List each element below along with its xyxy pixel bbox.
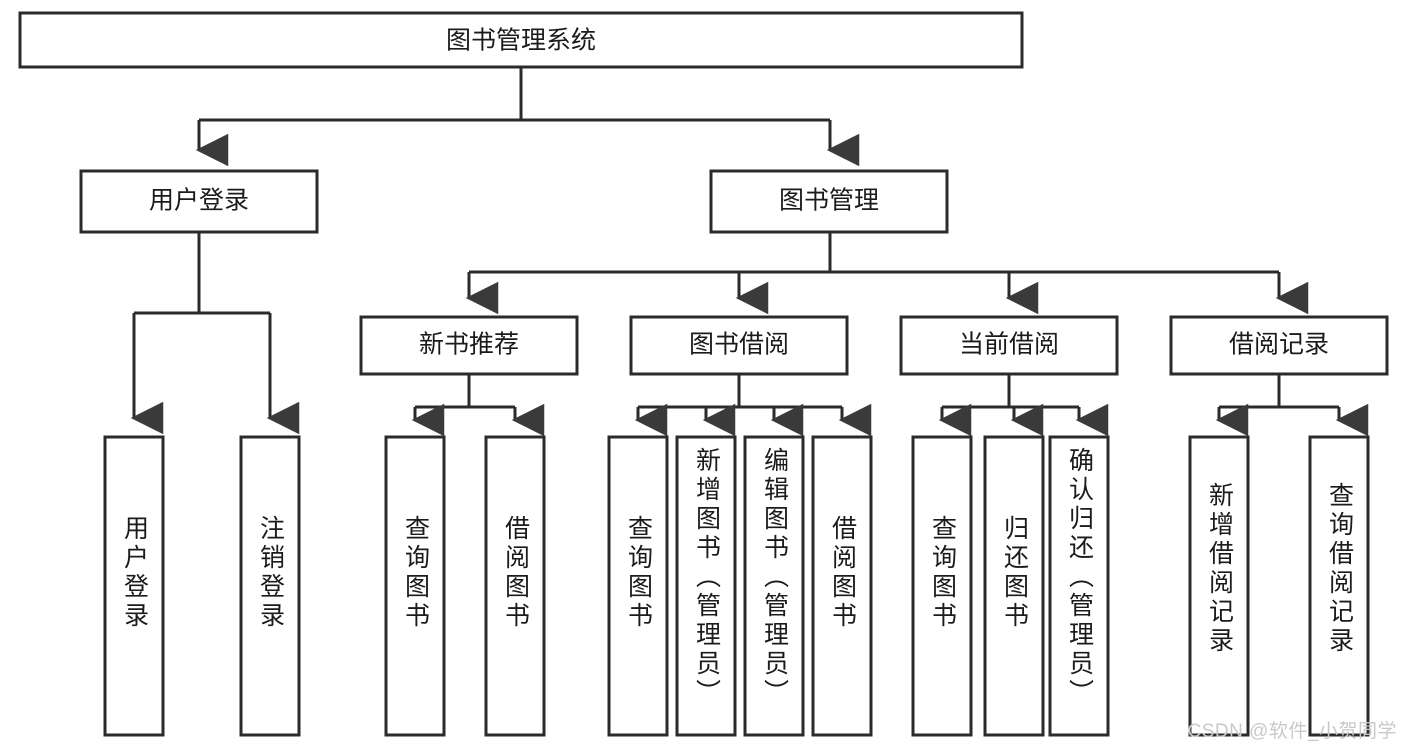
- node-borrow-records-box[interactable]: [1169, 315, 1389, 376]
- node-current-borrow-label: 当前借阅: [959, 331, 1059, 359]
- node-book-management[interactable]: 图书管理: [709, 169, 949, 234]
- node-current-borrow-box[interactable]: [899, 315, 1119, 376]
- csdn-watermark: CSDN @软件_小贺同学: [1187, 721, 1397, 742]
- node-book-borrow-box[interactable]: [629, 315, 849, 376]
- leaf-add-borrow-record-box[interactable]: [1188, 435, 1250, 737]
- leaf-user-logout-box[interactable]: [239, 435, 301, 737]
- node-root-box[interactable]: [18, 11, 1024, 69]
- node-user-login[interactable]: 用户登录: [79, 169, 319, 234]
- node-book-management-label: 图书管理: [779, 187, 879, 215]
- leaf-edit-book-admin-box[interactable]: [743, 435, 805, 737]
- leaf-user-login-box[interactable]: [103, 435, 165, 737]
- leaf-return-book-box[interactable]: [983, 435, 1045, 737]
- node-borrow-records-label: 借阅记录: [1229, 331, 1329, 359]
- node-new-book-recommend-box[interactable]: [359, 315, 579, 376]
- leaf-add-book-admin-box[interactable]: [675, 435, 737, 737]
- node-new-book-recommend-label: 新书推荐: [419, 331, 519, 359]
- node-book-borrow-label: 图书借阅: [689, 331, 789, 359]
- leaf-query-book-2-box[interactable]: [607, 435, 669, 737]
- node-user-login-label: 用户登录: [149, 187, 249, 215]
- node-root[interactable]: 图书管理系统: [18, 11, 1024, 69]
- node-new-book-recommend[interactable]: 新书推荐: [359, 315, 579, 376]
- leaf-boxes: [103, 435, 1370, 737]
- leaf-borrow-book-1-box[interactable]: [484, 435, 546, 737]
- node-borrow-records[interactable]: 借阅记录: [1169, 315, 1389, 376]
- leaf-borrow-book-2-box[interactable]: [811, 435, 873, 737]
- node-current-borrow[interactable]: 当前借阅: [899, 315, 1119, 376]
- node-book-borrow[interactable]: 图书借阅: [629, 315, 849, 376]
- leaf-confirm-return-admin-box[interactable]: [1048, 435, 1110, 737]
- node-book-management-box[interactable]: [709, 169, 949, 234]
- leaf-query-book-1-box[interactable]: [384, 435, 446, 737]
- node-user-login-box[interactable]: [79, 169, 319, 234]
- leaf-query-borrow-record-box[interactable]: [1308, 435, 1370, 737]
- leaf-query-book-3-box[interactable]: [911, 435, 973, 737]
- connector-group: [130, 67, 1369, 437]
- node-root-label: 图书管理系统: [446, 27, 596, 55]
